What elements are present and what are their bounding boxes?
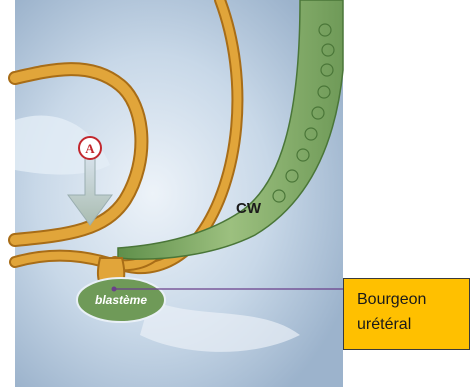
callout-line-2: urétéral xyxy=(357,312,469,337)
pointer-dot xyxy=(112,287,117,292)
marker-a-label: A xyxy=(85,141,95,156)
callout-box: Bourgeon urétéral xyxy=(343,278,470,350)
blasteme-label: blastème xyxy=(95,293,147,307)
callout-line-1: Bourgeon xyxy=(357,287,469,312)
cw-label: CW xyxy=(236,200,262,217)
